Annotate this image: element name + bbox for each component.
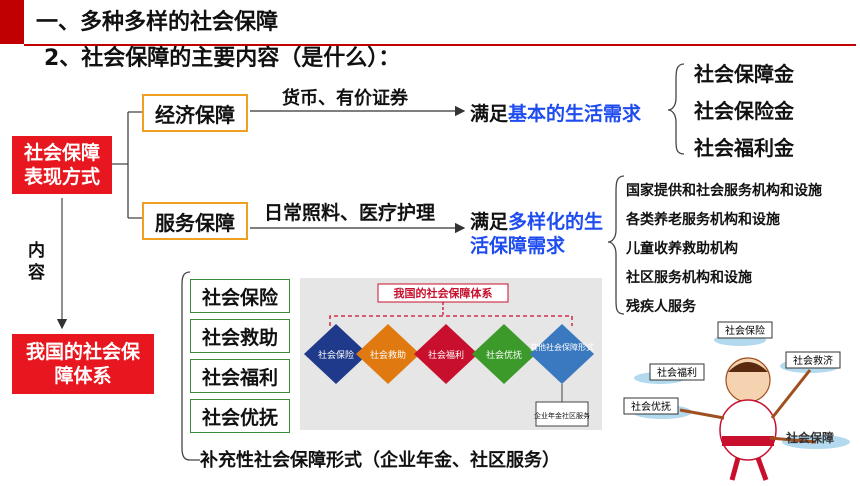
- supplement-text: 补充性社会保障形式（企业年金、社区服务）: [200, 450, 560, 471]
- diagram-title: 我国的社会保障体系: [394, 286, 493, 300]
- svg-text:社会优抚: 社会优抚: [486, 349, 522, 361]
- content-label: 内容: [28, 241, 45, 283]
- header-divider: [24, 44, 856, 46]
- service-guarantee-label: 服务保障: [155, 210, 235, 235]
- system-label-box: 我国的社会保障体系: [12, 334, 154, 394]
- economic-meets: 满足基本的生活需求: [470, 99, 641, 126]
- cartoon-graphic: 社会保险 社会救济 社会福利 社会优抚 社会保障: [623, 321, 850, 481]
- diagram-diamond-4: 社会优抚: [472, 324, 536, 384]
- service-item-3: 儿童收养救助机构: [626, 241, 738, 257]
- economic-meets-prefix: 满足: [470, 103, 509, 125]
- service-meets-highlight: 多样化的生活保障需求: [470, 211, 604, 257]
- system-item-label: 社会优抚: [201, 406, 278, 429]
- diagram-diamond-1: 社会保险: [304, 324, 368, 384]
- forms-label-box: 社会保障表现方式: [12, 136, 112, 194]
- system-item-welfare: 社会福利: [190, 359, 290, 393]
- cartoon-illustration: 社会保险 社会救济 社会福利 社会优抚 社会保障: [620, 318, 856, 482]
- diagram-diamond-5: 其他社会保障形式: [530, 324, 594, 384]
- economic-guarantee-label: 经济保障: [155, 102, 235, 127]
- service-meets-prefix: 满足: [470, 211, 509, 233]
- service-item-4: 社区服务机构和设施: [626, 270, 752, 286]
- svg-text:社会福利: 社会福利: [428, 349, 464, 361]
- economic-item-2: 社会保险金: [694, 99, 794, 123]
- system-diagram: 我国的社会保障体系 社会保险 社会救助 社会福利 社会优抚 其他社会保障形式 企…: [300, 278, 602, 430]
- system-item-insurance: 社会保险: [190, 279, 290, 313]
- system-label: 我国的社会保障体系: [25, 341, 140, 387]
- economic-meets-highlight: 基本的生活需求: [508, 103, 642, 125]
- system-item-label: 社会福利: [201, 366, 278, 389]
- diagram-diamond-5-label: 其他社会保障形式: [530, 342, 594, 352]
- economic-arrow-label: 货币、有价证券: [282, 88, 408, 109]
- forms-label: 社会保障表现方式: [23, 142, 100, 188]
- service-guarantee-box: 服务保障: [142, 202, 248, 240]
- svg-text:社会救助: 社会救助: [370, 349, 406, 361]
- cartoon-plate-4: 社会优抚: [631, 400, 671, 413]
- service-arrow-label: 日常照料、医疗护理: [264, 202, 436, 224]
- diagram-note: 企业年金社区服务: [534, 411, 590, 420]
- economic-guarantee-box: 经济保障: [142, 94, 248, 132]
- economic-item-3: 社会福利金: [694, 136, 794, 160]
- system-item-label: 社会救助: [201, 326, 278, 349]
- cartoon-plate-3: 社会福利: [657, 366, 697, 379]
- header-accent-bar: [0, 0, 24, 44]
- cartoon-plate-1: 社会保险: [725, 324, 765, 337]
- diagram-diamond-2: 社会救助: [356, 324, 420, 384]
- svg-text:社会保险: 社会保险: [318, 349, 354, 361]
- section-title: 一、多种多样的社会保障: [36, 10, 279, 35]
- system-item-label: 社会保险: [201, 286, 278, 309]
- service-item-1: 国家提供和社会服务机构和设施: [626, 183, 822, 199]
- service-meets: 满足多样化的生活保障需求: [470, 210, 610, 258]
- cartoon-plate-2: 社会救济: [793, 354, 833, 367]
- system-item-special-care: 社会优抚: [190, 399, 290, 433]
- system-diagram-graphic: 我国的社会保障体系 社会保险 社会救助 社会福利 社会优抚 其他社会保障形式 企…: [304, 283, 594, 427]
- service-item-5: 残疾人服务: [626, 299, 696, 315]
- system-item-assistance: 社会救助: [190, 319, 290, 353]
- section-subtitle: 2、社会保障的主要内容（是什么）：: [44, 46, 401, 71]
- economic-item-1: 社会保障金: [694, 62, 794, 86]
- diagram-diamond-3: 社会福利: [414, 324, 478, 384]
- service-item-2: 各类养老服务机构和设施: [626, 212, 780, 228]
- cartoon-caption: 社会保障: [785, 430, 834, 445]
